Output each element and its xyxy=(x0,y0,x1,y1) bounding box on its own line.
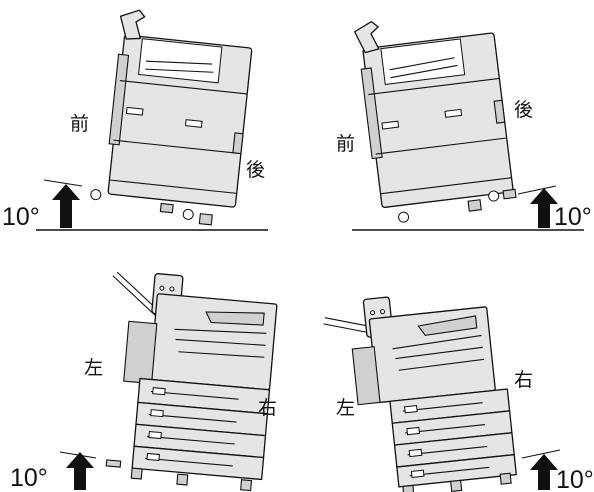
tilt-angle-label: 10° xyxy=(2,203,40,231)
tilt-angle-label: 10° xyxy=(554,203,592,231)
tilt-arrow-icon xyxy=(530,454,558,490)
rear-label: 後 xyxy=(246,159,265,181)
front-label: 前 xyxy=(336,133,355,155)
panel-right-raised-right: 10° 左 右 xyxy=(323,296,594,492)
tilt-arrow-icon xyxy=(530,188,558,228)
panel-rear-raised-right: 10° 前 後 xyxy=(336,20,592,231)
printer-front-view xyxy=(353,20,517,223)
left-label: 左 xyxy=(336,397,355,419)
rear-label: 後 xyxy=(514,99,533,121)
left-label: 左 xyxy=(84,357,103,379)
printer-side-view xyxy=(323,296,517,492)
front-label: 前 xyxy=(70,113,89,135)
right-label: 右 xyxy=(514,369,533,391)
printer-front-view xyxy=(90,9,253,226)
right-label: 右 xyxy=(258,397,277,419)
tilt-arrow-icon xyxy=(66,452,94,490)
tilt-reference-line xyxy=(43,179,83,187)
tilt-reference-line xyxy=(521,449,561,459)
printer-side-view xyxy=(105,271,278,492)
tilt-angle-label: 10° xyxy=(10,464,48,492)
tilt-reference-line xyxy=(517,185,557,195)
tilt-angle-label: 10° xyxy=(556,466,594,492)
tilt-arrow-icon xyxy=(52,184,80,228)
panel-front-raised-left: 10° 前 後 xyxy=(2,9,268,231)
panel-left-raised-left: 10° xyxy=(10,271,278,492)
